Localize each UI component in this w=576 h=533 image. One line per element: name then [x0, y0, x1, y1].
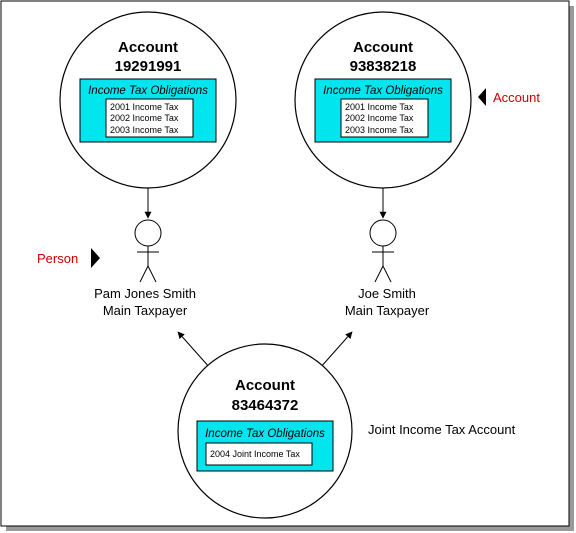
account-heading: Account [118, 39, 178, 56]
callout-pointer-icon [91, 248, 100, 268]
person-figure-icon [369, 219, 397, 283]
obligation-item: 2004 Joint Income Tax [210, 449, 300, 459]
obligation-item: 2002 Income Tax [110, 113, 179, 123]
account-node-1: Account 19291991 Income Tax Obligations … [59, 11, 237, 189]
obligations-list [105, 98, 194, 138]
account-number: 93838218 [350, 58, 417, 75]
obligation-item: 2002 Income Tax [345, 113, 414, 123]
link-arrow [319, 331, 353, 369]
obligation-item: 2003 Income Tax [345, 125, 414, 135]
person-callout-label: Person [37, 251, 78, 266]
account-number: 19291991 [115, 58, 182, 75]
account-node-2: Account 93838218 Income Tax Obligations … [294, 11, 472, 189]
obligation-item: 2001 Income Tax [110, 102, 179, 112]
person-name: Pam Jones Smith [94, 286, 196, 301]
account-callout-label: Account [493, 90, 540, 105]
account-heading: Account [353, 39, 413, 56]
obligations-title: Income Tax Obligations [88, 85, 208, 97]
person-role: Main Taxpayer [345, 303, 430, 318]
person-role: Main Taxpayer [103, 303, 188, 318]
obligation-item: 2003 Income Tax [110, 125, 179, 135]
link-arrow [177, 331, 211, 369]
account-callout: Account [478, 88, 540, 106]
obligation-item: 2001 Income Tax [345, 102, 414, 112]
joint-account-label: Joint Income Tax Account [368, 422, 516, 437]
obligations-title: Income Tax Obligations [323, 85, 443, 97]
account-node-3: Account 83464372 Income Tax Obligations … [177, 343, 353, 519]
obligations-title: Income Tax Obligations [205, 428, 325, 440]
person-name: Joe Smith [358, 286, 416, 301]
person-node-2: Joe Smith Main Taxpayer [345, 219, 430, 318]
account-heading: Account [235, 377, 295, 394]
obligations-list [205, 442, 313, 466]
person-callout: Person [37, 248, 100, 268]
account-number: 83464372 [232, 397, 299, 414]
person-figure-icon [134, 219, 162, 283]
callout-pointer-icon [478, 88, 486, 106]
person-node-1: Pam Jones Smith Main Taxpayer [94, 219, 196, 318]
obligations-list [340, 98, 429, 138]
